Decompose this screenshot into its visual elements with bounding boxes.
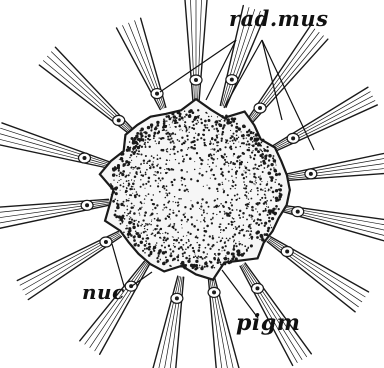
nucleus-dot [212, 290, 216, 294]
muscle-fibre [151, 276, 178, 368]
muscle-fibre [283, 156, 384, 176]
radial-muscle-band [80, 261, 149, 354]
nucleus-dot [285, 250, 289, 254]
muscle-fibre [0, 133, 111, 165]
nucleus-dot [309, 172, 313, 176]
nucleus-dot [85, 203, 89, 207]
radial-muscle-band [283, 151, 384, 181]
muscle-fibre [283, 151, 384, 175]
muscle-fibre [199, 0, 207, 102]
nucleus-dot [296, 210, 300, 214]
muscle-fibre [275, 105, 377, 151]
nucleus-dot [230, 78, 234, 82]
nucleus-dot [194, 78, 198, 82]
muscle-fibre [0, 205, 109, 229]
pigment-cell-body [100, 99, 290, 280]
label-radial-muscles: rad.mus [229, 6, 328, 31]
nucleus-dot [104, 240, 108, 244]
nucleus-dot [82, 156, 86, 160]
radial-muscle-band [185, 0, 207, 102]
nucleus-dot [155, 92, 159, 96]
nucleus-dot [258, 106, 262, 110]
muscle-fibre [100, 265, 150, 355]
muscle-fibre [272, 87, 368, 146]
radial-muscle-band [151, 276, 183, 368]
radial-muscle-band [0, 123, 112, 169]
label-pigment: pigm [236, 310, 300, 336]
muscle-fibre [90, 263, 147, 348]
muscle-fibre [185, 0, 193, 102]
muscle-fibre [245, 263, 311, 354]
nucleus-dot [175, 296, 179, 300]
nucleus-dot [291, 136, 295, 140]
label-nucleus: nuc [82, 280, 125, 304]
radmus-leader-3 [224, 40, 262, 108]
nucleus-dot [255, 286, 259, 290]
muscle-fibre [0, 128, 111, 164]
nucleus-dot [117, 118, 121, 122]
